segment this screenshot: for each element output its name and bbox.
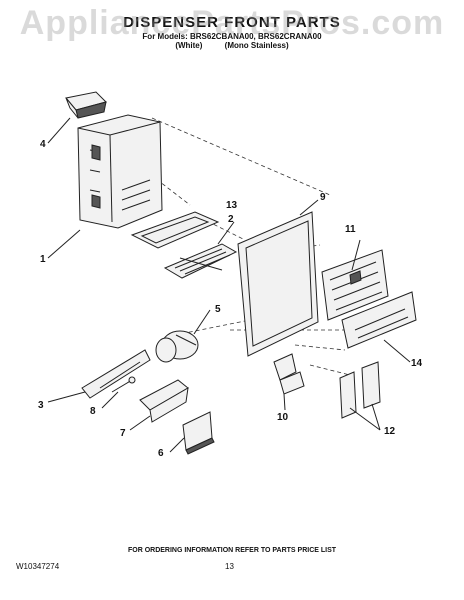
- model-variants: (White) (Mono Stainless): [0, 41, 464, 50]
- leader-lines: [47, 117, 411, 453]
- part-14-touch-panel: [341, 291, 417, 349]
- part-5-motor: [155, 330, 199, 363]
- callout-8: 8: [90, 406, 96, 417]
- part-10-valve: [273, 353, 305, 395]
- callout-9: 9: [320, 192, 326, 203]
- part-8-screw: [111, 376, 136, 393]
- page-title: DISPENSER FRONT PARTS: [123, 14, 341, 31]
- callout-labels: 4 1 13 2 9 11 5 14 3 8 7 6 10 12: [38, 139, 423, 459]
- callout-14: 14: [411, 358, 423, 369]
- document-number: W10347274: [16, 562, 60, 571]
- page-number: 13: [225, 562, 234, 571]
- part-12-lenses: [339, 361, 381, 419]
- part-9-front-frame: [237, 211, 319, 357]
- variant-mono-stainless: (Mono Stainless): [224, 41, 289, 50]
- part-1-housing: [77, 114, 163, 229]
- part-13-tray-frame: [130, 211, 220, 249]
- callout-4: 4: [40, 139, 46, 150]
- callout-12: 12: [384, 426, 396, 437]
- part-7-actuator: [139, 379, 189, 423]
- part-6-paddle: [182, 411, 215, 455]
- callout-6: 6: [158, 448, 164, 459]
- callout-10: 10: [277, 412, 289, 423]
- callout-11: 11: [345, 224, 356, 235]
- diagram-header: DISPENSER FRONT PARTS For Models: BRS62C…: [0, 14, 464, 50]
- callout-3: 3: [38, 400, 44, 411]
- model-numbers: For Models: BRS62CBANA00, BRS62CRANA00: [142, 32, 322, 41]
- part-4-cap: [65, 91, 107, 119]
- callout-5: 5: [215, 304, 221, 315]
- part-3-bracket: [81, 349, 151, 399]
- callout-7: 7: [120, 428, 126, 439]
- callout-1: 1: [40, 254, 46, 265]
- part-2-grille: [163, 243, 238, 279]
- part-11-control-board: [321, 249, 389, 321]
- callout-2: 2: [228, 214, 234, 225]
- ordering-note: FOR ORDERING INFORMATION REFER TO PARTS …: [127, 547, 337, 554]
- variant-white: (White): [175, 41, 203, 50]
- callout-13: 13: [226, 200, 238, 211]
